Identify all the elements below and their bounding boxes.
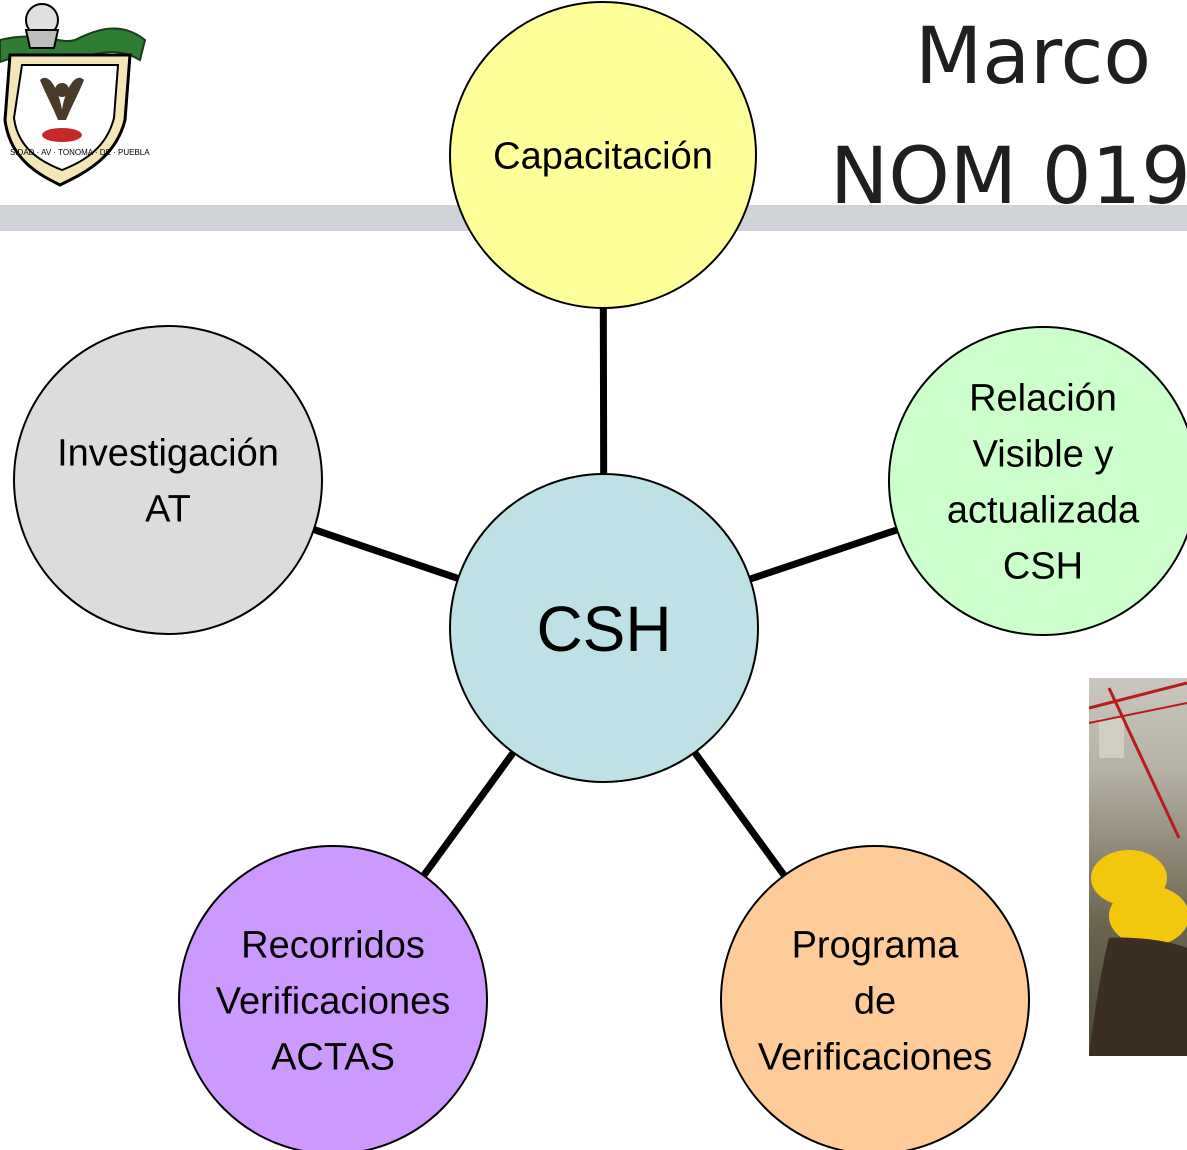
connector-recorridos: [420, 750, 517, 878]
node-label-investigacion-line-2: AT: [145, 489, 191, 531]
title-line-1: Marco: [915, 12, 1152, 102]
connector-investigacion: [312, 526, 460, 582]
title-line-2: NOM 019: [830, 132, 1187, 222]
center-node-label: CSH: [536, 593, 671, 665]
node-label-relacion-line-4: CSH: [1003, 546, 1083, 588]
connector-programa: [691, 750, 788, 878]
node-label-relacion-line-3: actualizada: [947, 490, 1140, 532]
node-label-programa-line-1: Programa: [792, 925, 960, 967]
node-label-recorridos-line-2: Verificaciones: [216, 981, 450, 1023]
node-circle-relacion: [888, 326, 1187, 636]
connector-lines: [312, 307, 899, 878]
construction-workers-photo: [1089, 678, 1187, 1056]
node-label-capacitacion-line-1: Capacitación: [493, 136, 713, 178]
connector-relacion: [748, 526, 899, 583]
node-label-programa-line-2: de: [854, 981, 896, 1023]
node-label-recorridos-line-1: Recorridos: [241, 925, 425, 967]
node-label-investigacion-line-1: Investigación: [57, 433, 279, 475]
node-label-recorridos-line-3: ACTAS: [271, 1037, 395, 1079]
node-circle-investigacion: [13, 325, 323, 635]
node-label-relacion-line-1: Relación: [969, 378, 1117, 420]
logo-text: SIDAD · AV · TONOMA · DE · PUEBLA: [10, 148, 150, 157]
node-circle-capacitacion: [449, 1, 757, 309]
node-circle-programa: [720, 845, 1030, 1150]
university-crest-logo: SIDAD · AV · TONOMA · DE · PUEBLA: [0, 3, 150, 187]
center-node-circle: [449, 473, 759, 783]
node-label-relacion-line-2: Visible y: [973, 434, 1114, 476]
node-label-programa-line-3: Verificaciones: [758, 1037, 992, 1079]
node-circle-recorridos: [178, 845, 488, 1150]
